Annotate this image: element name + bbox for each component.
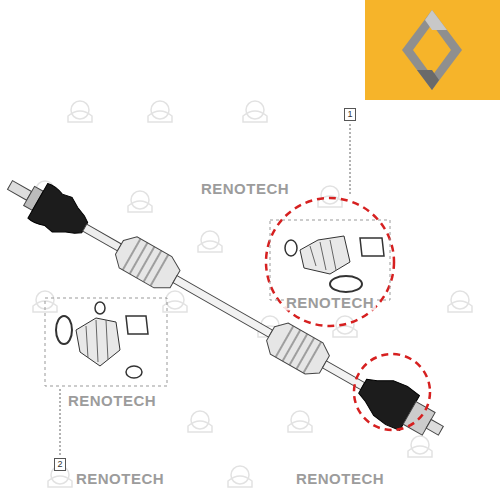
callout-box: 2 [54, 458, 66, 471]
watermark: RENOTECH [294, 470, 386, 487]
leader-line [350, 124, 351, 196]
boot-kit-2 [45, 298, 167, 386]
drive-shaft [0, 166, 452, 450]
car-watermarks [33, 101, 472, 487]
callout-box: 1 [344, 108, 356, 121]
boot-kit-1 [266, 198, 394, 326]
renault-logo [365, 0, 500, 100]
watermark: RENOTECH [66, 392, 158, 409]
watermark: RENOTECH [199, 180, 291, 197]
callout-number: 1 [347, 110, 352, 119]
watermark: RENOTECH [74, 470, 166, 487]
watermark: RENOTECH [284, 294, 376, 311]
leader-line [60, 388, 61, 455]
highlight-circle [354, 354, 430, 430]
callout-number: 2 [57, 460, 62, 469]
